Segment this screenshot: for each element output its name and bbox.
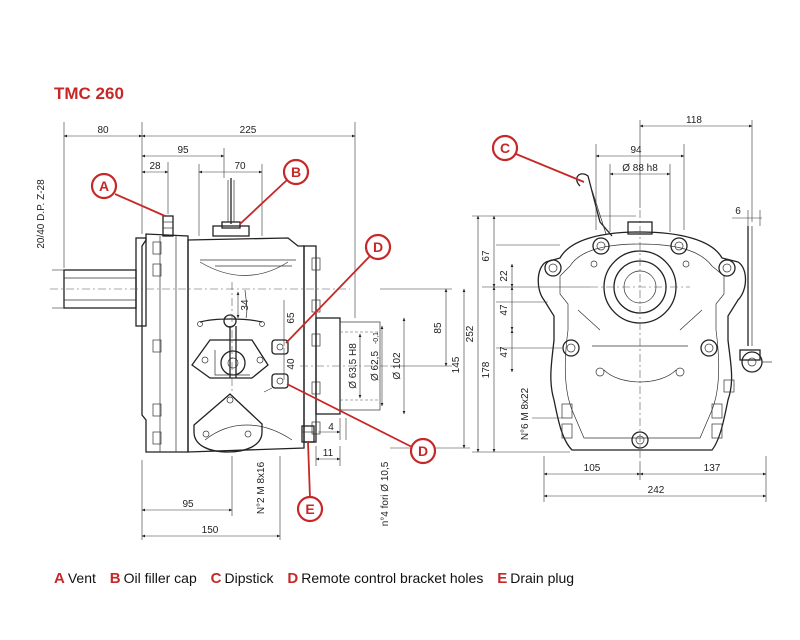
dim-11: 11 (323, 448, 334, 459)
bolt-spec-n2: N°2 M 8x16 (256, 461, 267, 514)
dim-tolerance: -0,1 (373, 332, 380, 344)
spline-spec: 20/40 D.P. Z-28 (36, 179, 47, 249)
dim-85: 85 (433, 322, 444, 334)
callout-b (282, 158, 310, 186)
svg-text:D: D (373, 239, 383, 255)
callout-d-upper (364, 233, 392, 261)
dim-67: 67 (481, 250, 492, 262)
svg-text:E: E (305, 501, 314, 517)
top-boss (627, 221, 653, 235)
dim-4: 4 (328, 422, 334, 433)
dim-34: 34 (240, 299, 251, 311)
housing-bolts (544, 237, 736, 449)
dim-22: 22 (499, 270, 510, 282)
dim-95-bottom: 95 (182, 499, 194, 510)
dim-95-top: 95 (177, 145, 189, 156)
hole-spec-n4: n°4 fori Ø 10,5 (380, 461, 391, 526)
dim-6: 6 (735, 206, 741, 217)
dim-252: 252 (465, 325, 476, 342)
callout-d-lower (409, 437, 437, 465)
front-cover (141, 233, 189, 453)
svg-text:A: A (99, 178, 109, 194)
dim-88: Ø 88 h8 (622, 163, 658, 174)
main-housing (187, 237, 305, 453)
dim-178: 178 (481, 361, 492, 378)
dim-80: 80 (97, 125, 109, 136)
dim-145: 145 (451, 356, 462, 373)
oil-filler-cap (212, 178, 250, 237)
front-view: 118 94 Ø 88 h8 6 67 22 47 (465, 115, 772, 502)
svg-text:D: D (418, 443, 428, 459)
bottom-studs (561, 379, 735, 439)
dim-137: 137 (704, 463, 721, 474)
side-lever (739, 226, 772, 373)
dim-28: 28 (149, 161, 161, 172)
housing-outline (537, 231, 747, 451)
shift-lever (191, 282, 269, 392)
side-view: 80 225 95 28 70 34 65 40 85 (36, 122, 470, 540)
callouts: A B C D D E (90, 134, 585, 523)
svg-text:C: C (500, 140, 510, 156)
dim-47-a: 47 (499, 304, 510, 316)
dim-40: 40 (286, 358, 297, 370)
dim-bore-102: Ø 102 (392, 352, 403, 380)
dim-225: 225 (240, 125, 257, 136)
diagram-title: TMC 260 (54, 84, 124, 103)
dim-118: 118 (686, 115, 702, 126)
dim-150: 150 (202, 525, 219, 536)
dim-bore-63-5: Ø 63,5 H8 (348, 343, 359, 389)
dim-94: 94 (630, 145, 642, 156)
callout-e (296, 495, 324, 523)
rear-flange (303, 245, 317, 443)
svg-text:B: B (291, 164, 301, 180)
callout-c (491, 134, 519, 162)
dim-70: 70 (234, 161, 246, 172)
remote-bracket-holes (271, 339, 289, 389)
dim-47-b: 47 (499, 346, 510, 358)
dim-65: 65 (286, 312, 297, 324)
dim-bore-62-5: Ø 62,5 (370, 351, 381, 381)
vent (162, 215, 174, 237)
dim-242: 242 (648, 485, 665, 496)
dim-105: 105 (584, 463, 601, 474)
callout-a (90, 172, 118, 200)
front-flange (135, 237, 147, 327)
inspection-plate (193, 393, 263, 453)
front-cover-bolts (152, 241, 162, 445)
bolt-spec-n6: N°6 M 8x22 (520, 387, 531, 440)
dipstick (576, 173, 613, 237)
